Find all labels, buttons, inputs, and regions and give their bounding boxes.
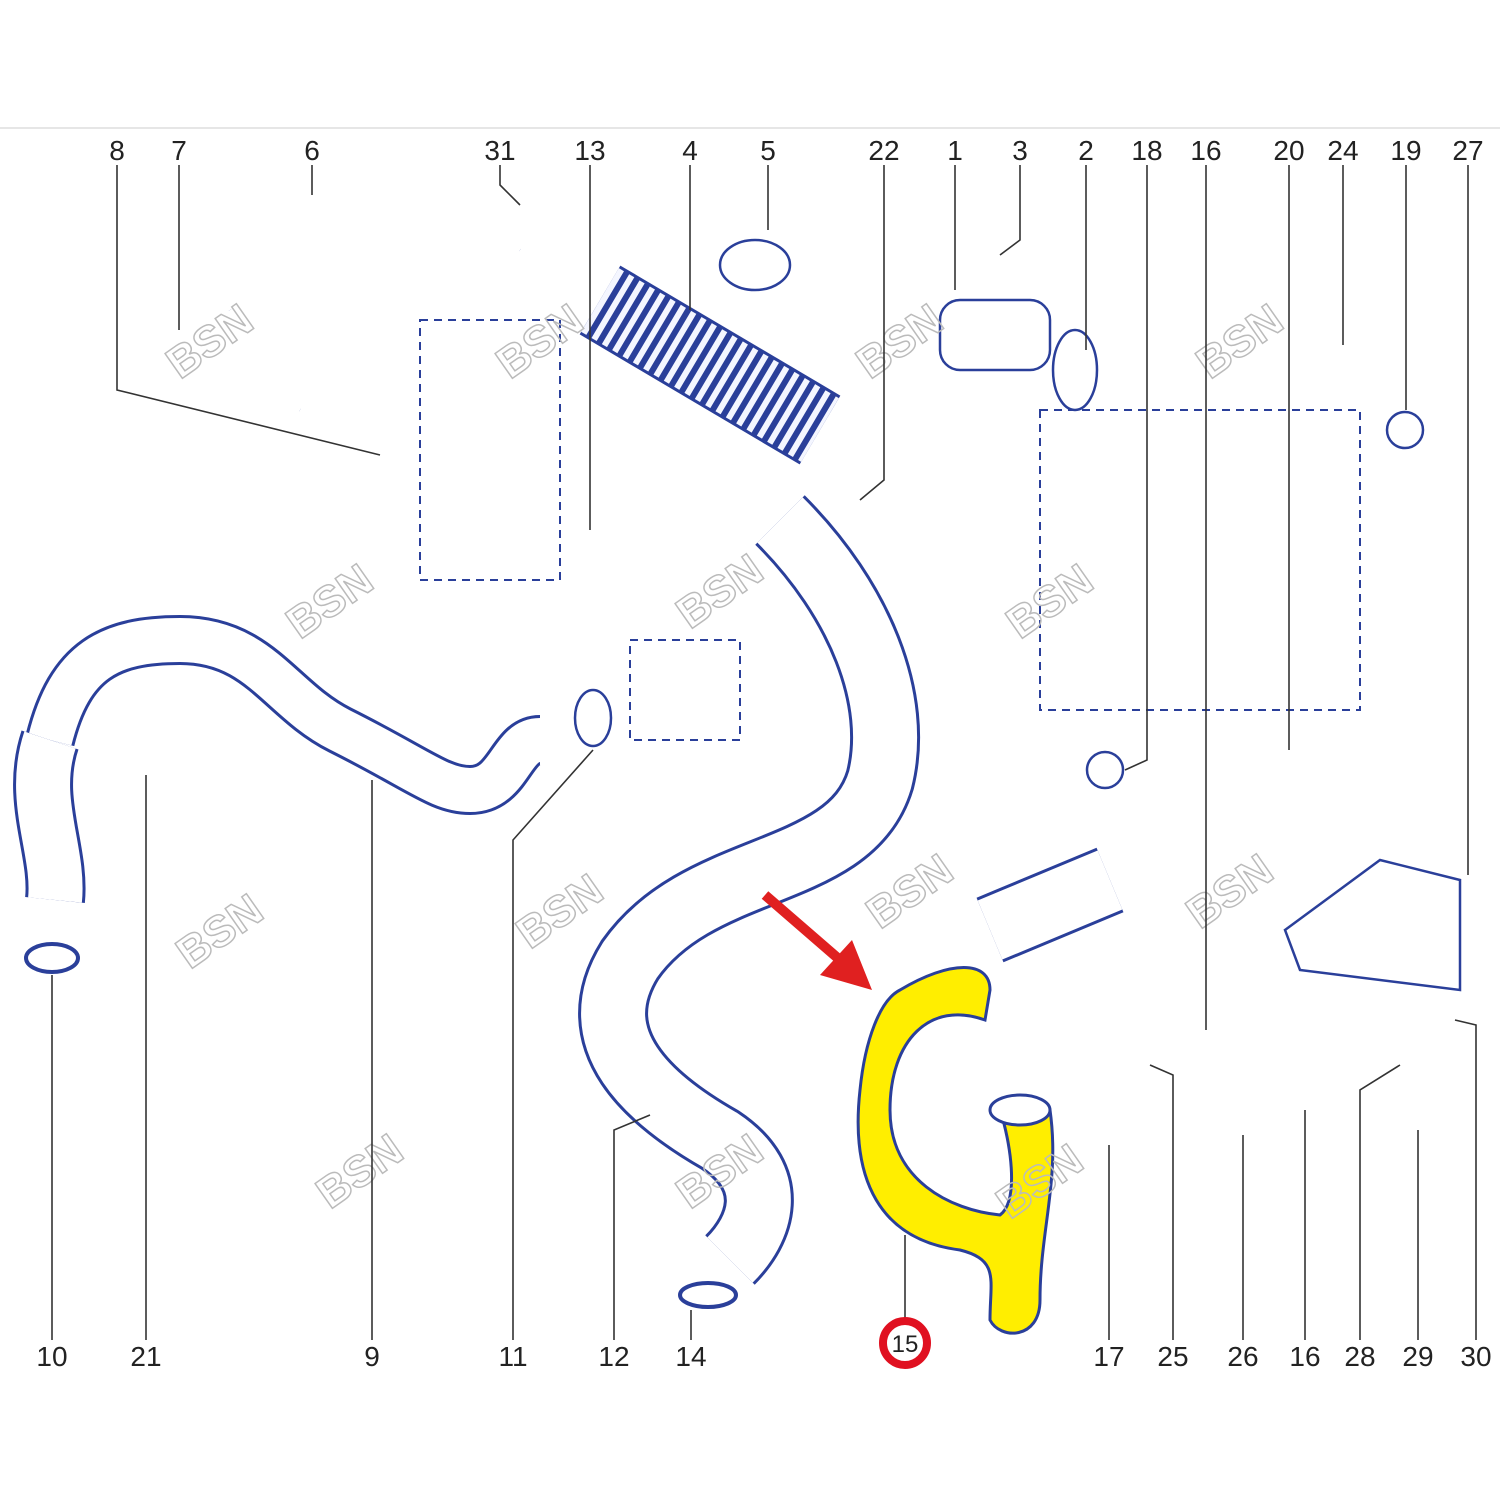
- highlight-marker-circle: [879, 1317, 931, 1369]
- grommet-19: [1385, 410, 1425, 450]
- callout-31: 31: [484, 135, 515, 166]
- svg-text:BSN: BSN: [488, 295, 592, 388]
- svg-text:BSN: BSN: [1188, 295, 1292, 388]
- svg-text:BSN: BSN: [1178, 845, 1282, 938]
- hose-9: [25, 614, 544, 816]
- callout-13: 13: [574, 135, 605, 166]
- svg-text:BSN: BSN: [848, 295, 952, 388]
- callout-9: 9: [364, 1341, 380, 1372]
- callout-7: 7: [171, 135, 187, 166]
- hose-4: [579, 265, 841, 465]
- callout-16: 16: [1190, 135, 1221, 166]
- callout-25: 25: [1157, 1341, 1188, 1372]
- sensor-1: [938, 298, 1052, 372]
- engine-outline: [1039, 409, 1361, 711]
- grommet-18: [1085, 750, 1125, 790]
- throttle-outline: [419, 319, 561, 581]
- callout-17: 17: [1093, 1341, 1124, 1372]
- hose-12: [578, 495, 921, 1309]
- callout-2: 2: [1078, 135, 1094, 166]
- cover-27: [1283, 858, 1462, 992]
- leader-lines: [51, 165, 1477, 1340]
- svg-text:BSN: BSN: [858, 845, 962, 938]
- svg-text:BSN: BSN: [508, 865, 612, 958]
- callout-8: 8: [109, 135, 125, 166]
- svg-text:BSN: BSN: [998, 555, 1102, 648]
- svg-text:BSN: BSN: [168, 885, 272, 978]
- callout-15: 15: [892, 1331, 919, 1358]
- callout-18: 18: [1131, 135, 1162, 166]
- sleeve-part: [976, 847, 1124, 963]
- callout-30: 30: [1460, 1341, 1491, 1372]
- callout-29: 29: [1402, 1341, 1433, 1372]
- red-arrow-icon: [761, 891, 872, 990]
- hose-6: [203, 166, 534, 425]
- callout-14: 14: [675, 1341, 706, 1372]
- part-15-port: [988, 1093, 1052, 1127]
- valve-outline: [629, 639, 741, 741]
- svg-text:BSN: BSN: [668, 545, 772, 638]
- bottom-callout-labels: 10 21 9 11 12 14 15 17 25 26 16 28 29 30: [36, 1317, 1492, 1372]
- callout-19: 19: [1390, 135, 1421, 166]
- highlighted-part-15: [856, 966, 1055, 1335]
- callout-22: 22: [868, 135, 899, 166]
- callout-27: 27: [1452, 135, 1483, 166]
- callout-10: 10: [36, 1341, 67, 1372]
- seal-2: [1051, 328, 1099, 412]
- callout-16b: 16: [1289, 1341, 1320, 1372]
- callout-20: 20: [1273, 135, 1304, 166]
- svg-text:BSN: BSN: [308, 1125, 412, 1218]
- callout-21: 21: [130, 1341, 161, 1372]
- clamp-11: [573, 688, 613, 748]
- callout-11: 11: [498, 1341, 527, 1372]
- callout-12: 12: [598, 1341, 629, 1372]
- callout-6: 6: [304, 135, 320, 166]
- callout-4: 4: [682, 135, 698, 166]
- callout-1: 1: [947, 135, 963, 166]
- callout-5: 5: [760, 135, 776, 166]
- callout-3: 3: [1012, 135, 1028, 166]
- clamp-5: [718, 238, 792, 292]
- callout-26: 26: [1227, 1341, 1258, 1372]
- svg-text:BSN: BSN: [278, 555, 382, 648]
- top-callout-labels: 8 7 6 31 13 4 5 22 1 3 2 18 16 20 24 19 …: [109, 135, 1483, 166]
- hose-10: [13, 730, 86, 974]
- callout-24: 24: [1327, 135, 1358, 166]
- callout-28: 28: [1344, 1341, 1375, 1372]
